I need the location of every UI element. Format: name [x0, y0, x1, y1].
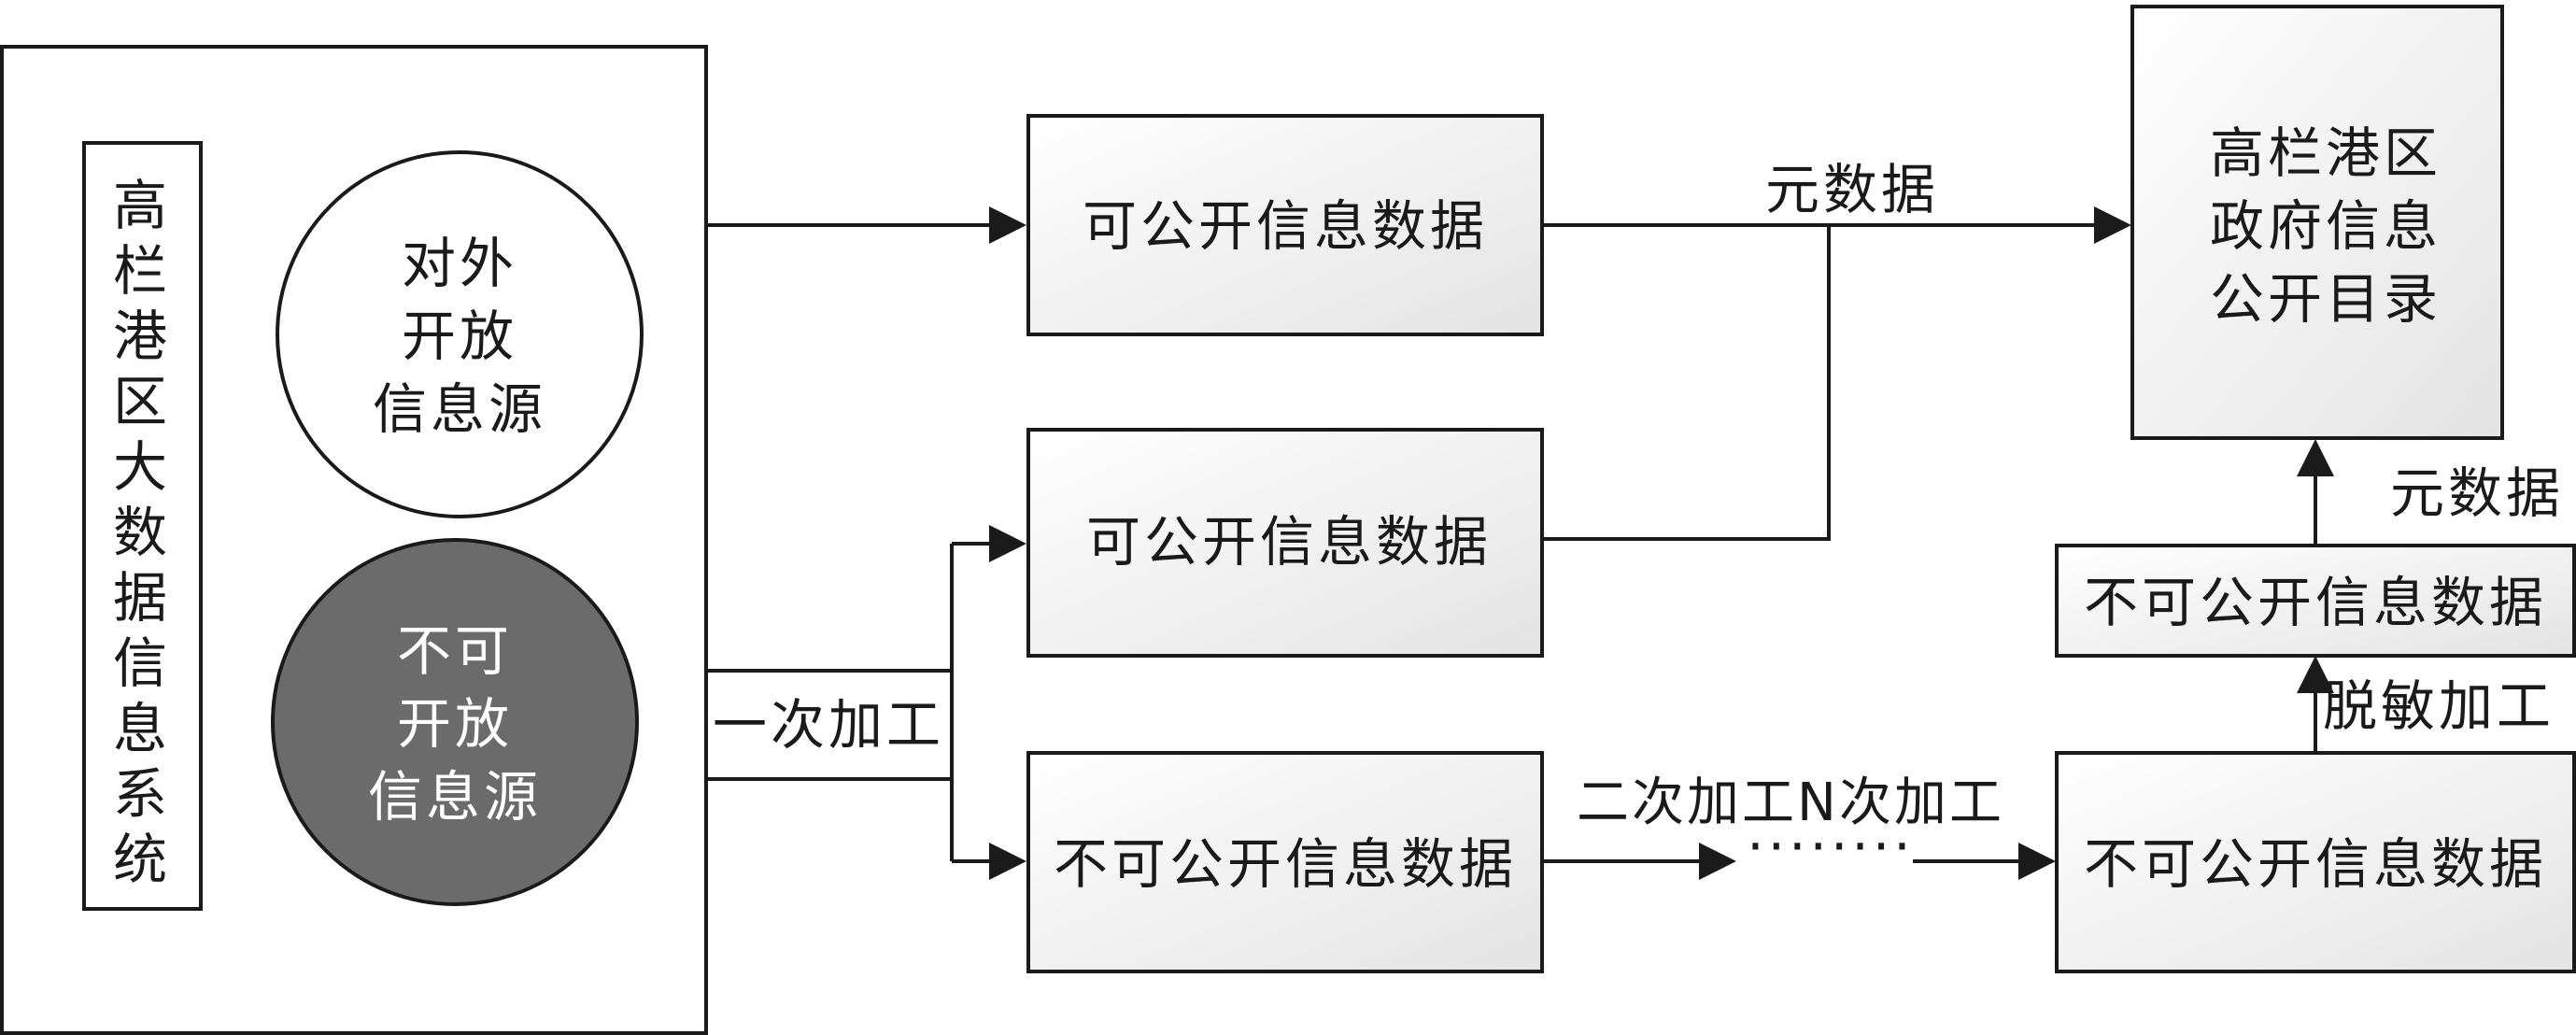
public-2-merge-line — [1542, 225, 1831, 541]
svg-text:开放: 开放 — [402, 305, 517, 368]
catalog-label: 高栏港区 政府信息 公开目录 — [2210, 121, 2442, 331]
private-data-box-3 — [2055, 544, 2576, 658]
metadata-label-right: 元数据 — [2390, 461, 2564, 525]
svg-text:政府信息: 政府信息 — [2210, 194, 2442, 258]
svg-text:大: 大 — [113, 435, 171, 499]
system-label-box — [82, 141, 203, 911]
svg-text:高栏港区: 高栏港区 — [2210, 121, 2442, 185]
svg-text:开放: 开放 — [397, 692, 513, 756]
process-ellipsis: ········ — [1747, 815, 1915, 878]
public-data-label-2: 可公开信息数据 — [1086, 510, 1492, 574]
private-data-label-3: 不可公开信息数据 — [2084, 571, 2547, 634]
private-data-label-2: 不可公开信息数据 — [2084, 832, 2547, 896]
svg-text:港: 港 — [113, 305, 171, 368]
private-data-box-1 — [1026, 751, 1544, 973]
open-source-label: 对外 开放 信息源 — [373, 232, 546, 441]
svg-text:对外: 对外 — [402, 232, 517, 295]
svg-text:高: 高 — [113, 174, 171, 237]
svg-text:信: 信 — [113, 631, 171, 695]
catalog-box — [2130, 5, 2504, 440]
metadata-label-top: 元数据 — [1765, 158, 1939, 221]
svg-text:数: 数 — [113, 501, 171, 564]
svg-text:息: 息 — [113, 697, 171, 760]
first-process-box — [704, 669, 954, 781]
svg-text:统: 统 — [113, 828, 171, 891]
svg-text:据: 据 — [113, 566, 171, 630]
system-label: 高 栏 港 区 大 数 据 信 息 系 统 — [113, 174, 171, 891]
desensitize-label: 脱敏加工 — [2323, 674, 2555, 738]
closed-source-label: 不可 开放 信息源 — [368, 619, 542, 829]
svg-text:不可: 不可 — [397, 619, 513, 683]
svg-text:栏: 栏 — [113, 239, 171, 303]
closed-source-circle — [271, 538, 639, 906]
private-data-label-1: 不可公开信息数据 — [1054, 832, 1517, 896]
svg-text:区: 区 — [113, 370, 171, 433]
public-data-box-1 — [1026, 114, 1544, 336]
public-data-label-1: 可公开信息数据 — [1083, 194, 1488, 258]
public-data-box-2 — [1026, 428, 1544, 658]
second-process-label: 二次加工N次加工 — [1577, 773, 2004, 833]
svg-text:系: 系 — [113, 762, 171, 826]
svg-text:信息源: 信息源 — [368, 765, 542, 829]
svg-text:公开目录: 公开目录 — [2210, 267, 2442, 331]
first-process-label: 一次加工 — [713, 693, 944, 757]
open-source-circle — [276, 150, 644, 518]
svg-text:信息源: 信息源 — [373, 377, 546, 441]
